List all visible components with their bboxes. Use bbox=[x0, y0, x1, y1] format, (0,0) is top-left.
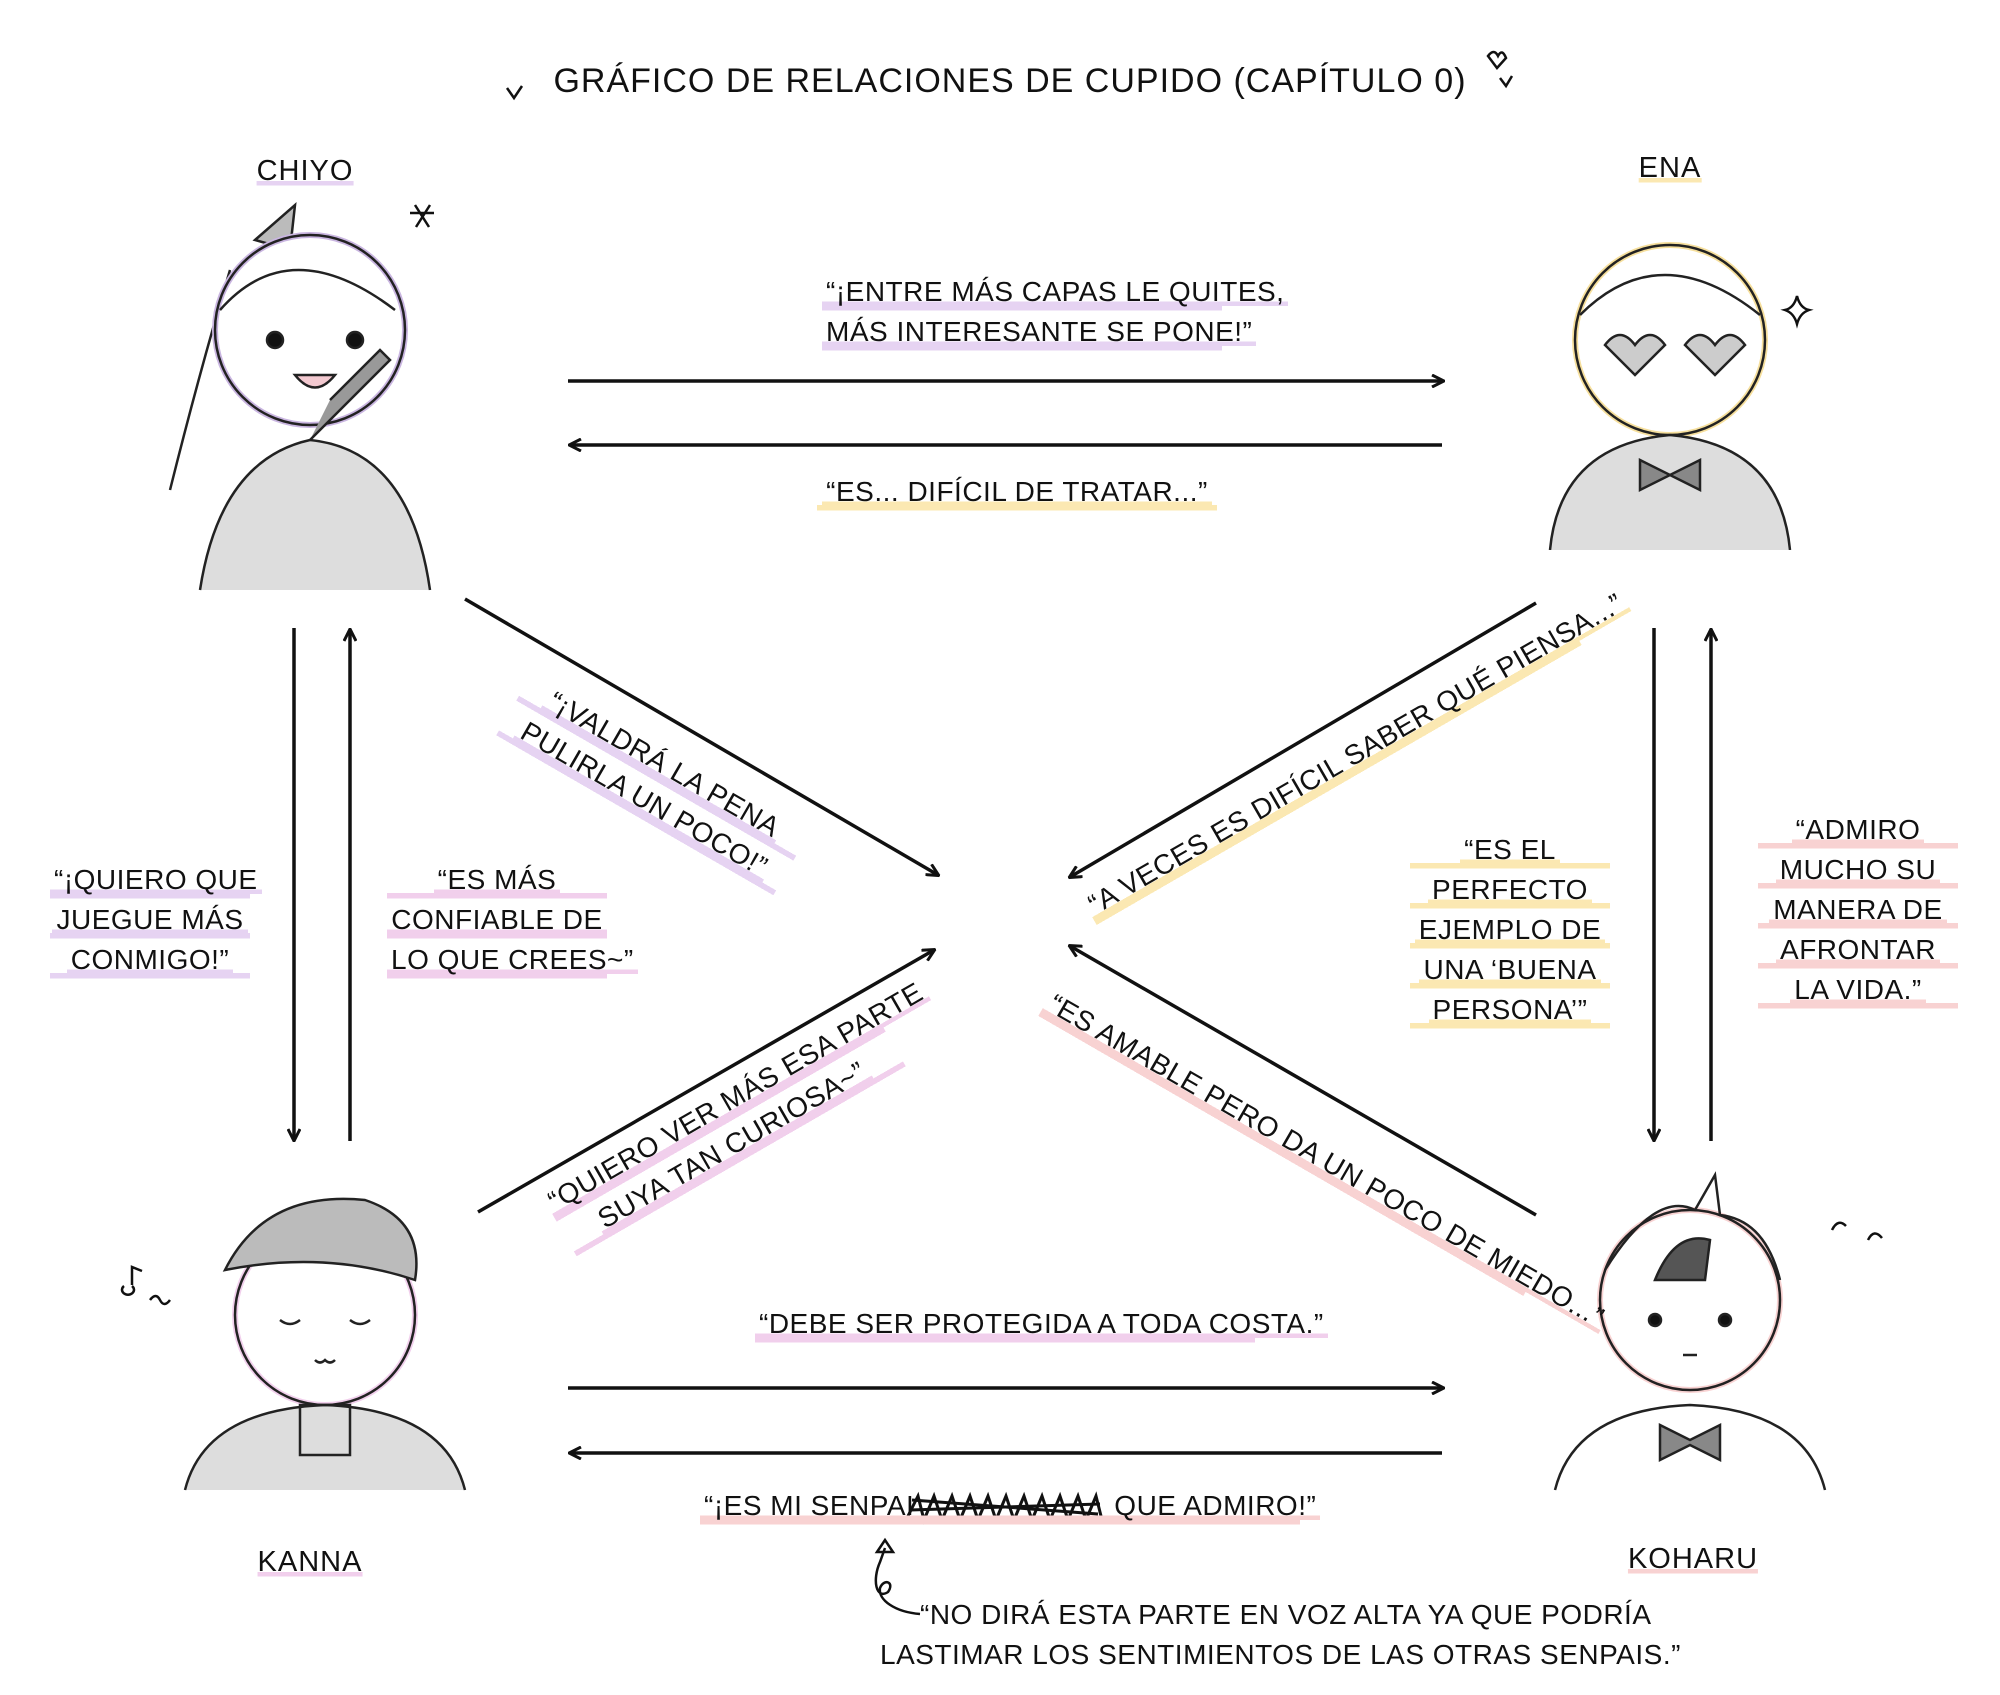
chiyo-portrait bbox=[168, 201, 432, 591]
kanna-portrait bbox=[183, 1197, 467, 1491]
arrow-ena-to-kanna bbox=[1070, 601, 1537, 877]
note-unspoken: “NO DIRÁ ESTA PARTE EN VOZ ALTA YA QUE P… bbox=[880, 1595, 1681, 1675]
cross-doodle-icon bbox=[410, 204, 434, 228]
arrow-chiyo-to-koharu bbox=[464, 597, 938, 875]
name-koharu: KOHARU bbox=[1627, 1543, 1759, 1575]
quote-kanna-to-koharu: “DEBE SER PROTEGIDA A TODA COSTA.” bbox=[755, 1304, 1328, 1344]
koharu-portrait bbox=[1553, 1171, 1827, 1491]
check-doodle-icon bbox=[505, 85, 524, 101]
quote-ena-to-koharu: “ES EL PERFECTO EJEMPLO DE UNA ‘BUENA PE… bbox=[1410, 830, 1610, 1030]
quote-koharu-to-ena: “ADMIRO MUCHO SU MANERA DE AFRONTAR LA V… bbox=[1758, 810, 1958, 1010]
sweat-marks-icon bbox=[1830, 1221, 1883, 1241]
ena-portrait bbox=[1548, 242, 1792, 550]
note-line-1: “NO DIRÁ ESTA PARTE EN VOZ ALTA YA QUE P… bbox=[920, 1599, 1652, 1630]
hearts-doodle-icon bbox=[1486, 50, 1514, 89]
quote-chiyo-to-ena: “¡ENTRE MÁS CAPAS LE QUITES, MÁS INTERES… bbox=[822, 272, 1289, 352]
arrow-koharu-to-chiyo bbox=[1070, 946, 1537, 1217]
music-note-icon bbox=[120, 1265, 171, 1306]
note-pointer-arrow bbox=[874, 1537, 921, 1616]
name-ena: ENA bbox=[1638, 152, 1702, 184]
name-kanna: KANNA bbox=[257, 1546, 363, 1578]
sparkle-icon bbox=[1780, 295, 1814, 329]
quote-ena-to-chiyo: “ES... DIFÍCIL DE TRATAR...” bbox=[817, 472, 1217, 512]
name-chiyo: CHIYO bbox=[256, 155, 354, 187]
quote-kanna-to-chiyo: “ES MÁS CONFIABLE DE LO QUE CREES~” bbox=[387, 860, 638, 980]
chart-title: GRÁFICO DE RELACIONES DE CUPIDO (CAPÍTUL… bbox=[553, 62, 1467, 100]
quote-chiyo-to-kanna: “¡QUIERO QUE JUEGUE MÁS CONMIGO!” bbox=[50, 860, 262, 980]
note-line-2: LASTIMAR LOS SENTIMIENTOS DE LAS OTRAS S… bbox=[880, 1639, 1681, 1670]
arrow-kanna-to-ena bbox=[477, 950, 934, 1214]
